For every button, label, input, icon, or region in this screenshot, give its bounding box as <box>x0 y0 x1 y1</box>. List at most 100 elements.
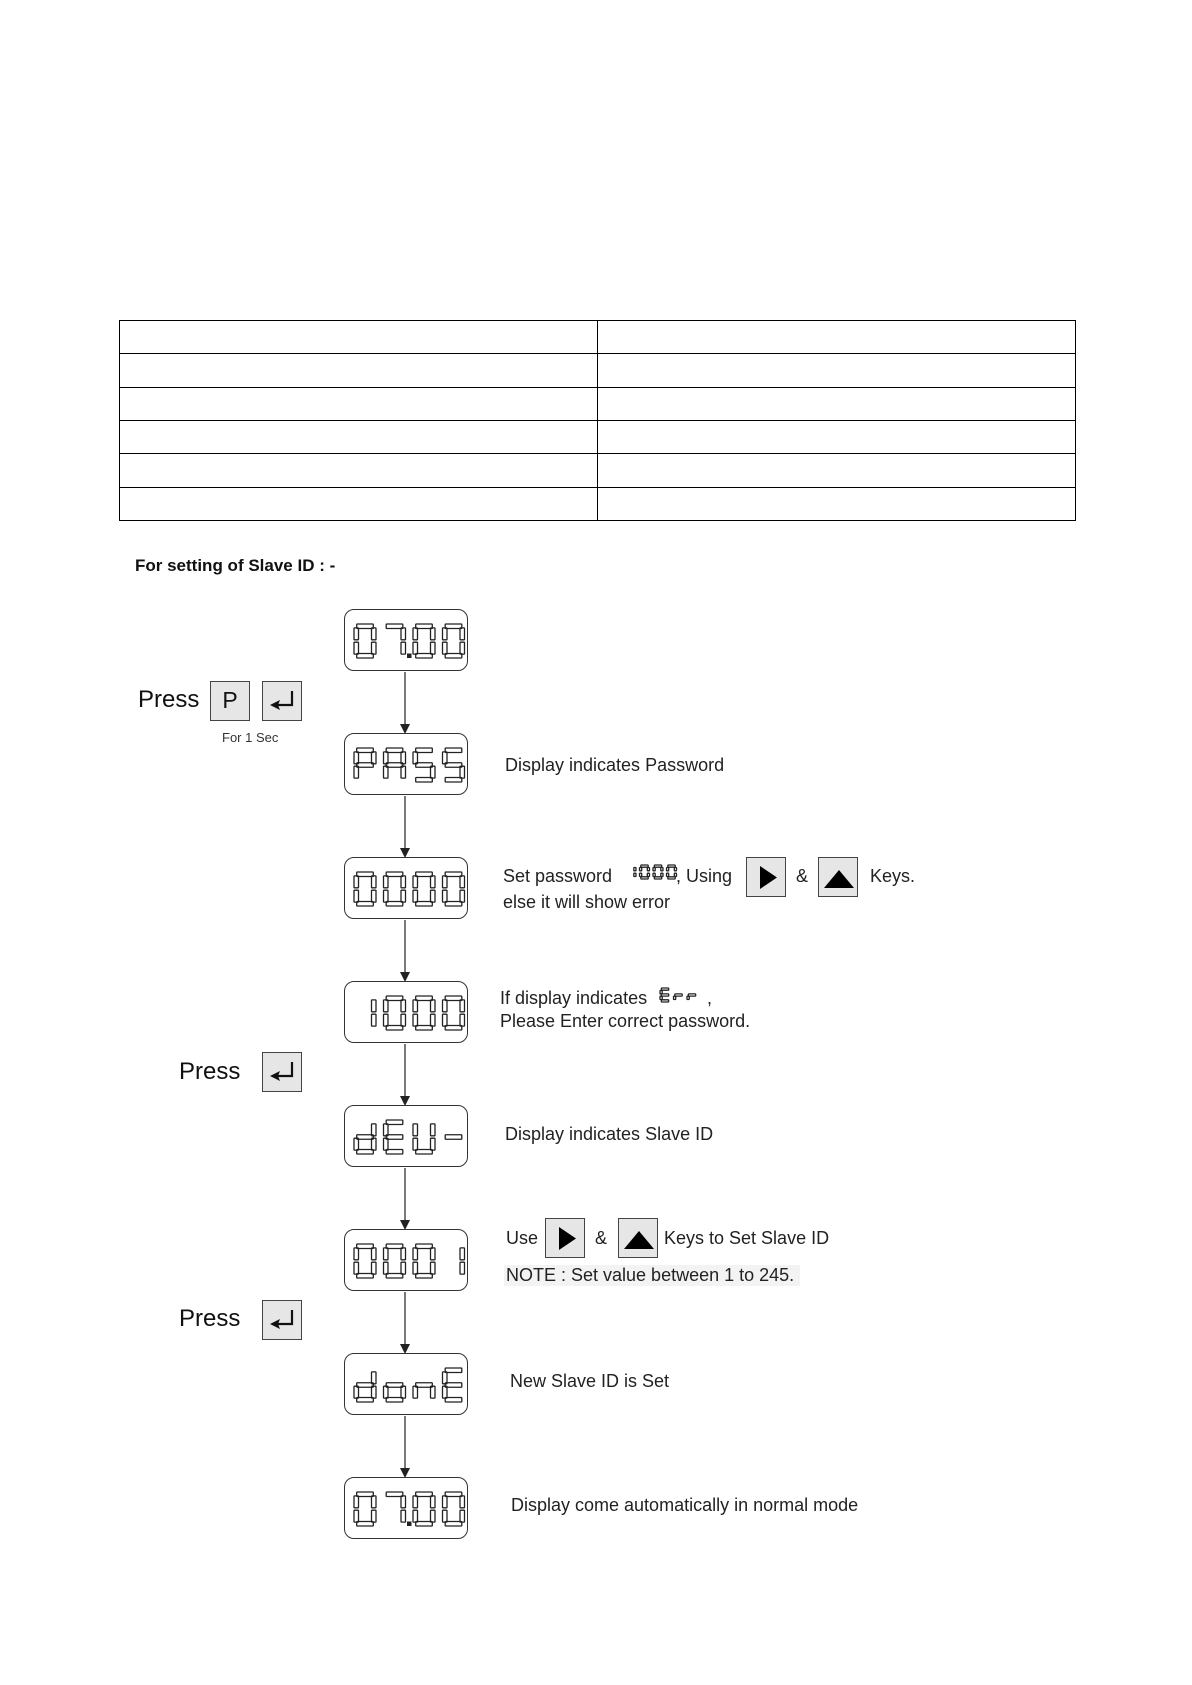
segment-e <box>382 1385 389 1399</box>
display-dev <box>344 1105 468 1167</box>
segment-d <box>385 900 404 907</box>
segment-d <box>653 876 663 880</box>
ampersand: & <box>796 866 809 886</box>
table-cell <box>119 419 598 455</box>
segment-d <box>444 1024 463 1031</box>
set-password-text: Set password <box>503 866 613 886</box>
segment-c <box>459 1261 466 1275</box>
segment-d <box>415 900 433 907</box>
segment-a <box>356 1491 374 1498</box>
press-label: Press <box>138 686 200 713</box>
segment-e <box>353 1385 360 1399</box>
segment-f <box>382 875 389 889</box>
segment-c <box>459 889 466 903</box>
segment-e <box>382 1013 389 1027</box>
right-arrow-key-icon <box>545 1218 585 1258</box>
press-label: Press <box>179 1305 241 1332</box>
segment-c <box>459 641 466 655</box>
enter-correct-text: Please Enter correct password. <box>500 1011 751 1031</box>
segment-f <box>441 751 448 765</box>
segment-a <box>415 1243 433 1250</box>
segment-f <box>353 751 360 765</box>
segment-b <box>429 1495 436 1509</box>
segment-b <box>370 1371 377 1385</box>
segment-a <box>653 864 663 868</box>
segment-c <box>370 1385 377 1399</box>
segment-g <box>687 993 697 997</box>
segment-b <box>646 866 651 872</box>
segment-b <box>370 1247 377 1261</box>
display-pass <box>344 733 468 795</box>
table-cell <box>119 386 598 421</box>
segment-b <box>660 866 664 872</box>
segment-a <box>444 871 463 878</box>
segment-f <box>441 627 448 641</box>
segment-c <box>429 641 436 655</box>
segment-a <box>385 871 404 878</box>
segment-a <box>640 864 649 868</box>
segment-b <box>400 1247 407 1261</box>
segment-f <box>353 1247 360 1261</box>
segment-c <box>429 1261 436 1275</box>
segment-b <box>673 866 678 872</box>
segment-a <box>444 995 463 1002</box>
segment-g <box>444 1134 463 1140</box>
segment-c <box>400 1385 407 1399</box>
segment-e <box>412 889 419 903</box>
segment-c <box>633 872 637 878</box>
press-label: Press <box>179 1058 241 1085</box>
segment-b <box>370 751 377 765</box>
segment-e <box>353 1509 360 1523</box>
segment-a <box>385 995 404 1002</box>
segment-e <box>382 1137 389 1151</box>
segment-f <box>441 999 448 1013</box>
table-cell <box>597 419 1076 455</box>
segment-f <box>441 875 448 889</box>
segment-c <box>400 1261 407 1275</box>
segment-g <box>660 993 670 997</box>
segment-e <box>353 641 360 655</box>
display-0000 <box>344 857 468 919</box>
segment-e <box>441 889 448 903</box>
segment-b <box>370 1495 377 1509</box>
segment-c <box>429 1137 436 1151</box>
segment-a <box>444 623 463 630</box>
segment-e <box>382 889 389 903</box>
segment-f <box>412 875 419 889</box>
segment-a <box>356 747 374 754</box>
segment-b <box>370 875 377 889</box>
segment-e <box>441 641 448 655</box>
display-07-00-initial <box>344 609 468 671</box>
decimal-point <box>407 1521 412 1526</box>
segment-g <box>385 762 404 768</box>
table-cell <box>597 319 1076 355</box>
segment-d <box>356 652 374 659</box>
segment-b <box>429 875 436 889</box>
segment-c <box>370 641 377 655</box>
segment-a <box>385 747 404 754</box>
segment-d <box>415 776 433 783</box>
segment-c <box>370 1013 377 1027</box>
segment-d <box>640 876 649 880</box>
segment-b <box>633 866 637 872</box>
segment-f <box>412 1247 419 1261</box>
segment-e <box>412 1013 419 1027</box>
segment-f <box>382 999 389 1013</box>
display-1000 <box>344 981 468 1043</box>
segment-g <box>356 1382 374 1388</box>
password-1000-segment-icon <box>633 864 678 880</box>
table-cell <box>597 486 1076 522</box>
segment-f <box>412 999 419 1013</box>
segment-d <box>356 1148 374 1155</box>
segment-d <box>415 1148 433 1155</box>
segment-f <box>353 875 360 889</box>
segment-d <box>660 999 670 1003</box>
using-text: , Using <box>676 866 733 886</box>
table-cell <box>597 386 1076 421</box>
segment-a <box>356 623 374 630</box>
segment-b <box>459 627 466 641</box>
segment-g <box>415 762 433 768</box>
p-key: P <box>210 681 250 721</box>
segment-c <box>459 765 466 779</box>
